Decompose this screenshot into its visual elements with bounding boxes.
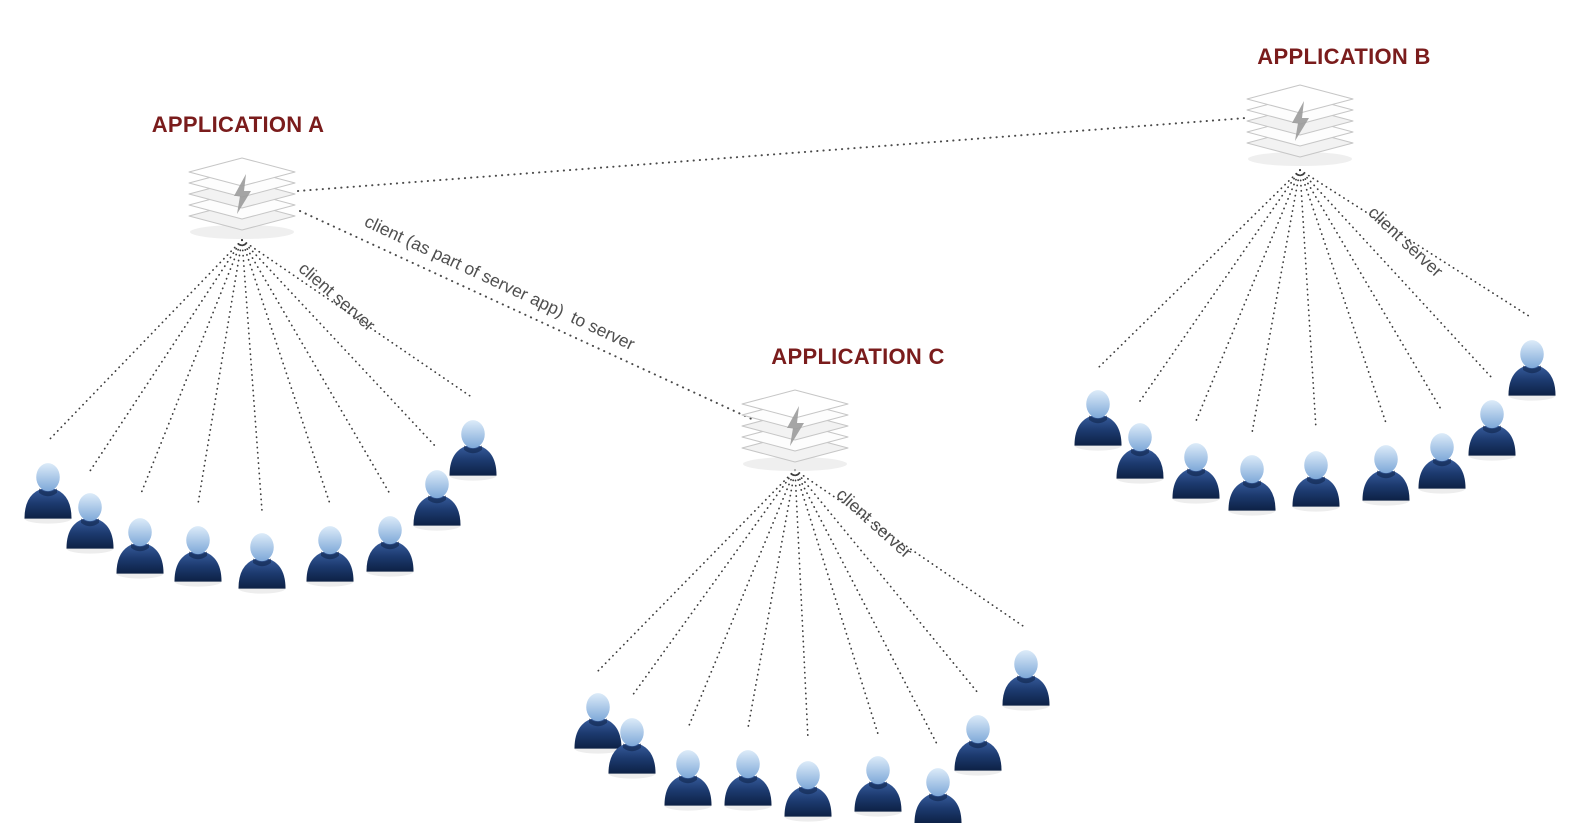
app-a-client-fan (47, 239, 474, 512)
client-user-icon (306, 526, 354, 587)
client-connection-line (241, 239, 263, 512)
client-connection-line (1299, 169, 1317, 430)
client-connection-line (89, 239, 243, 472)
client-user-icon (574, 693, 622, 754)
client-connection-line (241, 239, 331, 505)
client-connection-line (139, 239, 243, 497)
client-user-icon (449, 420, 497, 481)
server-stack-icon (188, 157, 296, 240)
client-connection-line (197, 239, 243, 505)
client-user-icon (784, 761, 832, 822)
client-user-icon (24, 463, 72, 524)
client-user-icon (1468, 400, 1516, 461)
server-stack-icon (1246, 84, 1354, 167)
client-user-icon (66, 493, 114, 554)
client-user-icon (914, 768, 962, 823)
client-connection-line (794, 469, 879, 735)
client-connection-line (241, 239, 474, 399)
client-user-icon (1116, 423, 1164, 484)
client-user-icon (413, 470, 461, 531)
client-user-icon (1292, 451, 1340, 512)
client-user-icon (954, 715, 1002, 776)
client-connection-line (794, 469, 809, 740)
client-user-icon (664, 750, 712, 811)
client-connection-line (1299, 169, 1443, 412)
app-a-title: APPLICATION A (151, 112, 325, 137)
app-b-client-fan (1097, 169, 1533, 434)
client-connection-line (747, 469, 796, 729)
client-connection-line (241, 239, 391, 495)
client-connection-line (794, 469, 939, 747)
edge-a-b (297, 117, 1247, 192)
client-connection-line (794, 469, 979, 694)
client-user-icon (238, 533, 286, 594)
client-connection-line (1195, 169, 1301, 422)
client-connection-line (687, 469, 796, 729)
client-connection-line (1139, 169, 1301, 402)
client-user-icon (1074, 390, 1122, 451)
client-connection-line (1299, 169, 1533, 319)
client-connection-line (1251, 169, 1301, 434)
server-stack-icon (741, 389, 849, 472)
app-b-title: APPLICATION B (1257, 44, 1431, 69)
client-connection-line (597, 469, 796, 672)
client-connection-line (241, 239, 438, 449)
client-user-icon (1172, 443, 1220, 504)
client-connection-line (794, 469, 1027, 629)
client-user-icon (174, 526, 222, 587)
client-user-icon (1362, 445, 1410, 506)
client-user-icon (116, 518, 164, 579)
client-user-icon (366, 516, 414, 577)
client-connection-line (1097, 169, 1301, 369)
client-user-icon (1508, 340, 1556, 401)
client-connection-line (631, 469, 796, 697)
app-c-title: APPLICATION C (771, 344, 945, 369)
client-user-icon (1228, 455, 1276, 516)
client-user-icon (1002, 650, 1050, 711)
client-connection-line (47, 239, 243, 442)
client-connection-line (1299, 169, 1493, 379)
client-user-icon (854, 756, 902, 817)
client-user-icon (724, 750, 772, 811)
app-c-client-fan (597, 469, 1027, 747)
client-user-icon (1418, 433, 1466, 494)
